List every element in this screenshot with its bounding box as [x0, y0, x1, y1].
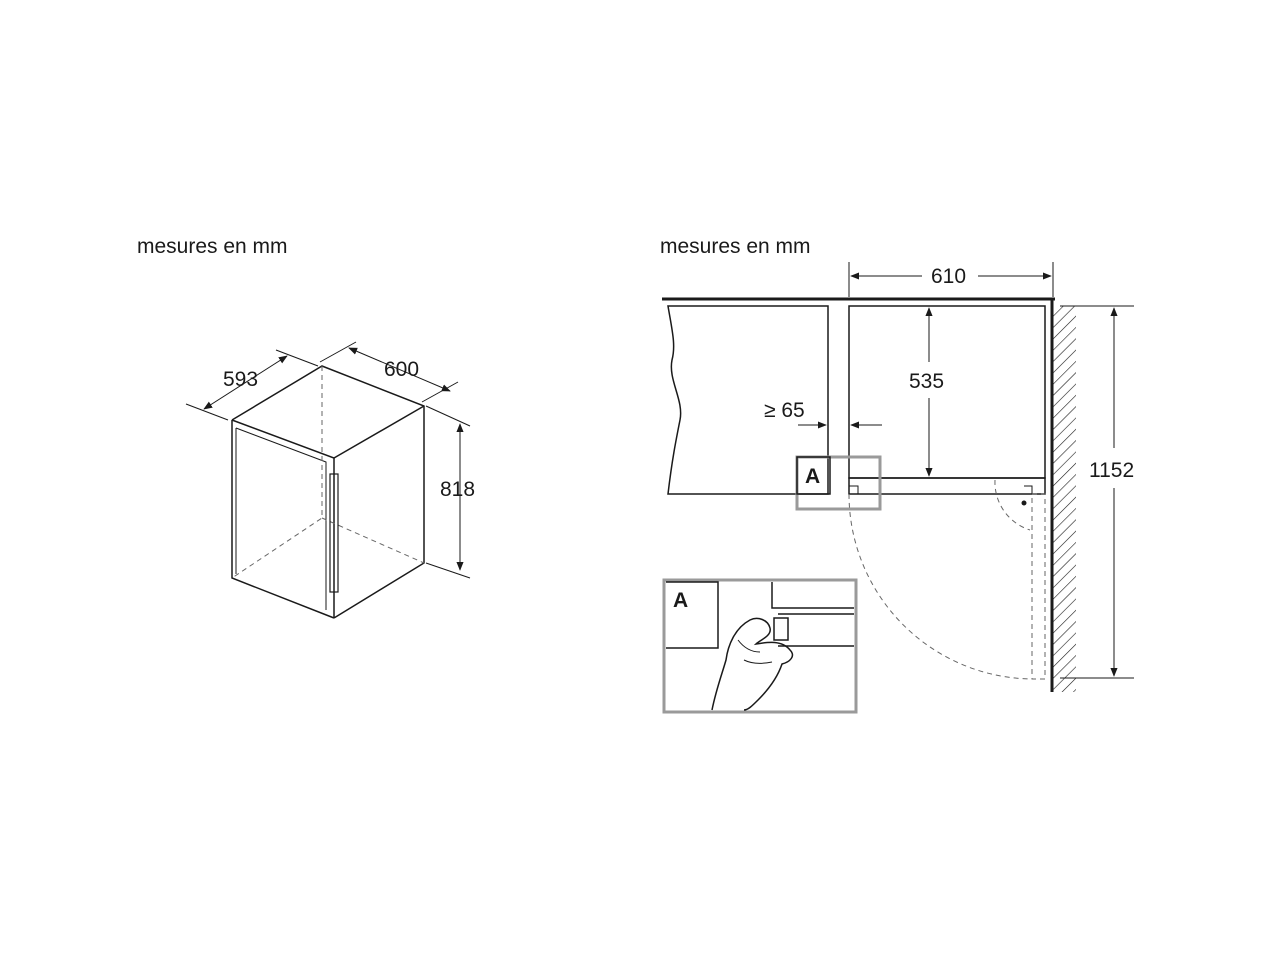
clearance-value: ≥ 65: [764, 399, 805, 422]
width-value-right: 610: [931, 265, 966, 288]
appliance-outline: [848, 305, 1046, 479]
units-label-right: mesures en mm: [660, 235, 811, 258]
width-dimension-right: 610: [848, 262, 1054, 297]
depth-value-right: 535: [909, 370, 944, 393]
units-label-left: mesures en mm: [137, 235, 288, 258]
cabinet-isometric-view: mesures en mm 593 6: [137, 235, 475, 619]
depth-value-left: 593: [223, 368, 258, 391]
total-depth-dimension: 1152: [1060, 305, 1134, 679]
depth-dimension-left: 593: [185, 349, 319, 421]
callout-a-frame: A: [795, 455, 882, 511]
height-value-left: 818: [440, 478, 475, 501]
depth-dimension-right: 535: [909, 307, 944, 477]
detail-a-inset: A: [662, 578, 858, 714]
cabinet-body: [231, 365, 425, 619]
installation-plan-view: mesures en mm 610 535: [660, 235, 1134, 714]
hand-illustration: [711, 617, 794, 711]
adjacent-cabinet: [667, 305, 829, 495]
side-wall: [1052, 306, 1076, 692]
detail-a-label: A: [673, 589, 688, 612]
height-dimension-left: 818: [425, 405, 475, 579]
callout-a-label: A: [805, 465, 820, 488]
total-depth-value: 1152: [1089, 459, 1134, 482]
width-value-left: 600: [384, 358, 419, 381]
clearance-dimension: ≥ 65: [764, 399, 882, 429]
door-handle: [329, 473, 339, 593]
width-dimension-left: 600: [319, 341, 459, 403]
appliance-door: [848, 477, 1046, 495]
